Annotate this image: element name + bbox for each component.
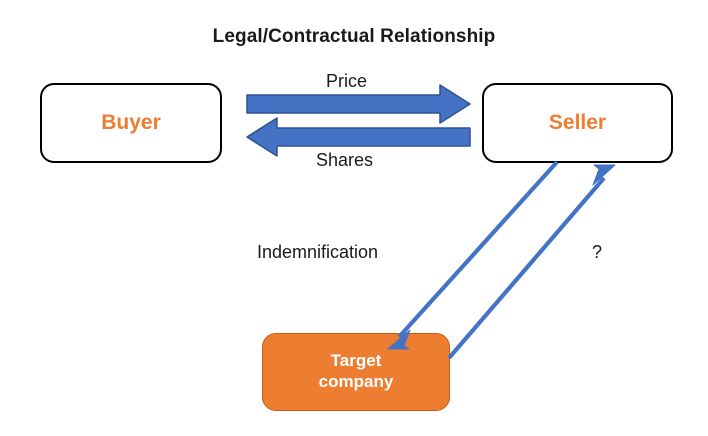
line-arrow-indemnification bbox=[387, 160, 559, 350]
node-target-company-label: Target company bbox=[319, 351, 394, 392]
flow-label-question-mark: ? bbox=[592, 242, 603, 262]
flow-label-indemnification: Indemnification bbox=[257, 242, 379, 262]
page-title: Legal/Contractual Relationship bbox=[212, 26, 496, 47]
node-target-company-label-line2: company bbox=[318, 372, 394, 391]
node-seller-label: Seller bbox=[548, 111, 607, 135]
node-target-company[interactable]: Target company bbox=[262, 333, 450, 411]
node-buyer[interactable]: Buyer bbox=[40, 83, 222, 163]
flow-label-price: Price bbox=[326, 71, 368, 91]
line-arrow-unknown bbox=[447, 164, 616, 360]
node-target-company-label-line1: Target bbox=[330, 351, 382, 371]
node-buyer-label: Buyer bbox=[101, 111, 161, 135]
node-seller[interactable]: Seller bbox=[482, 83, 673, 163]
flow-label-shares: Shares bbox=[316, 150, 374, 170]
